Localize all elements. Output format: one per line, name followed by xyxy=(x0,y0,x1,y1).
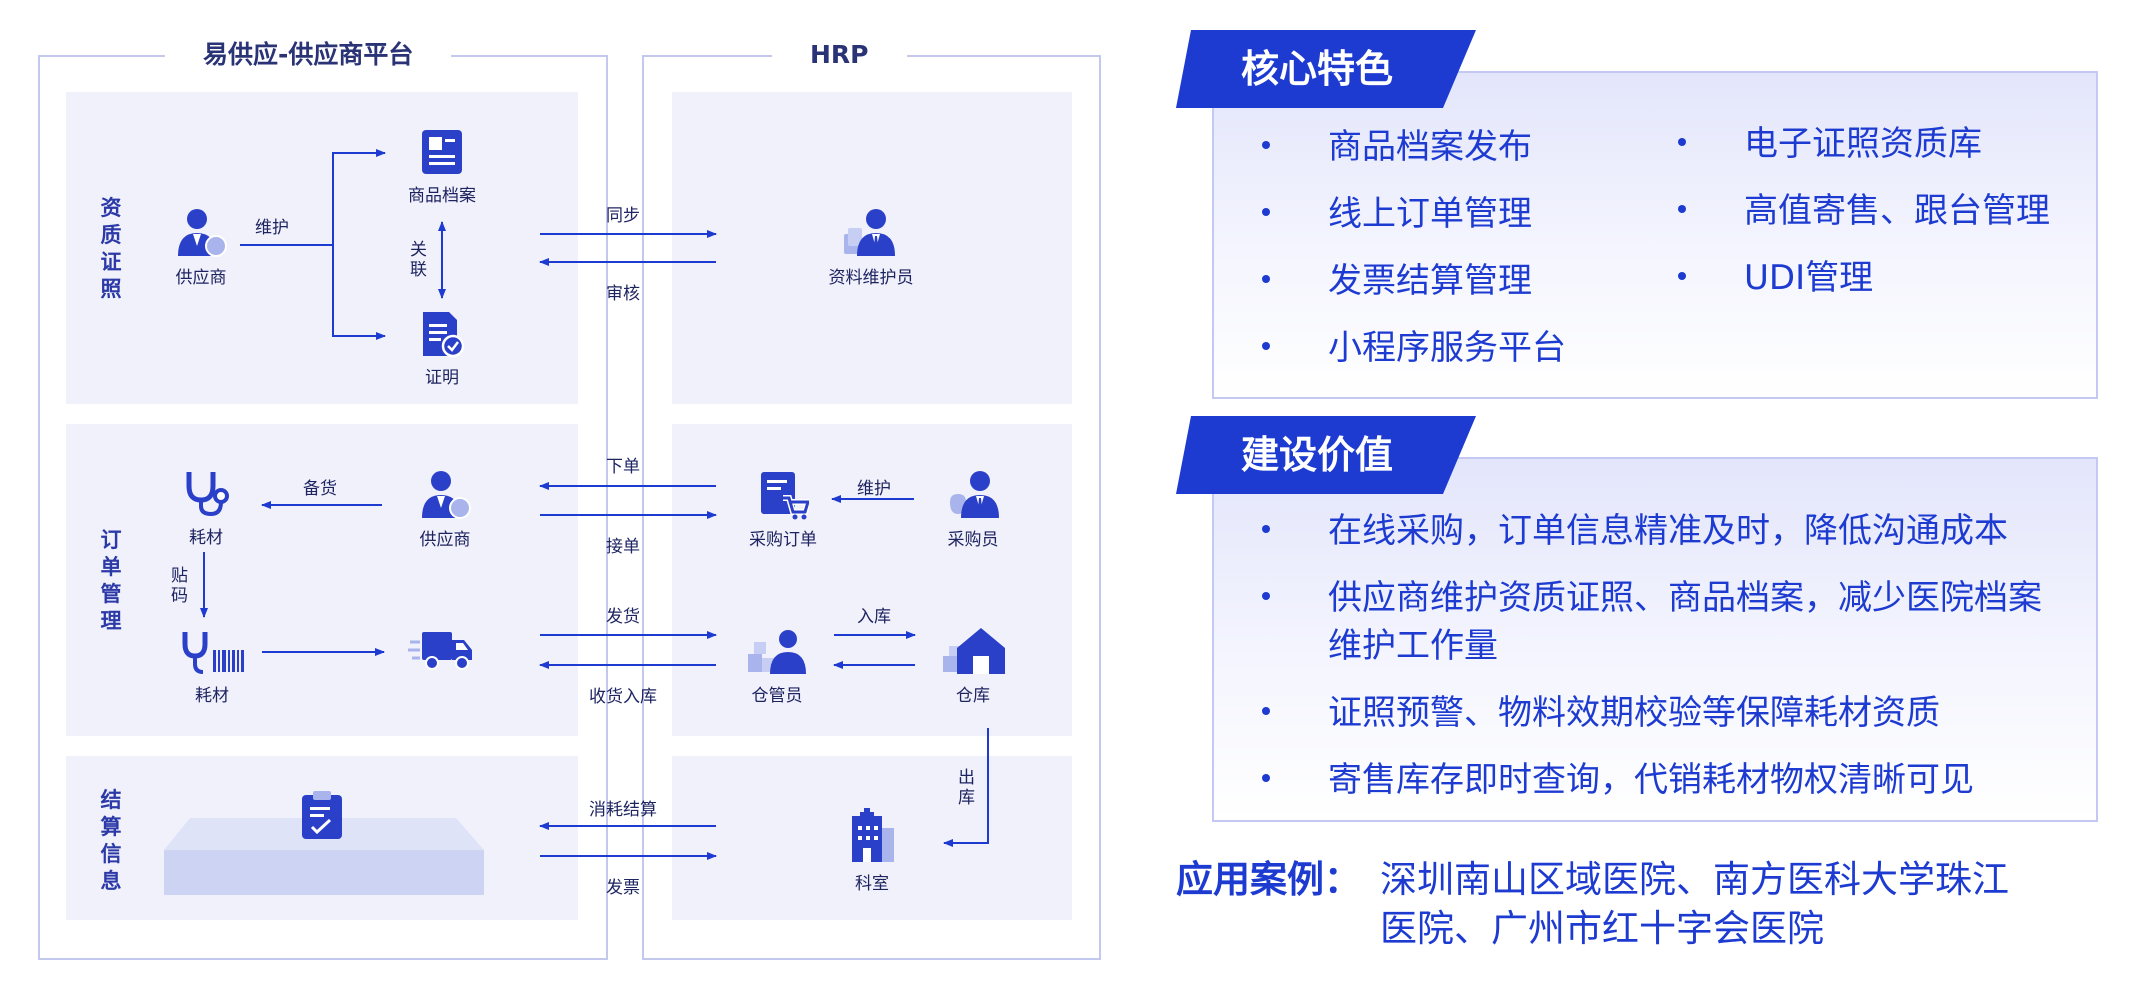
cases-line-1: 深圳南山区域医院、南方医科大学珠江 xyxy=(1380,858,2009,901)
value-item: 寄售库存即时查询，代销耗材物权清晰可见 xyxy=(1262,756,2042,804)
node-supplier-order-label: 供应商 xyxy=(419,530,471,550)
features-panel xyxy=(1212,71,2098,399)
certificate-icon xyxy=(423,312,465,358)
feature-item: 小程序服务平台 xyxy=(1262,324,1566,372)
bullet-icon xyxy=(1262,140,1270,149)
features-left-list: 商品档案发布 线上订单管理 发票结算管理 小程序服务平台 xyxy=(1262,123,1566,372)
node-warehouse-keeper: 仓管员 xyxy=(740,628,814,706)
node-product-file-label: 商品档案 xyxy=(408,186,476,206)
hrp-title: HRP xyxy=(772,37,907,73)
node-data-maintainer-label: 资料维护员 xyxy=(828,268,914,288)
features-right-list: 电子证照资质库 高值寄售、跟台管理 UDI管理 xyxy=(1678,120,2050,302)
node-purchase-order: 采购订单 xyxy=(740,470,826,550)
feature-item: 电子证照资质库 xyxy=(1678,120,2050,168)
bullet-icon xyxy=(1262,706,1270,715)
bullet-icon xyxy=(1678,137,1686,146)
edge-review: 审核 xyxy=(606,284,640,304)
value-item: 在线采购，订单信息精准及时，降低沟通成本 xyxy=(1262,507,2042,555)
hrp-frame: HRP xyxy=(642,37,1101,960)
value-item-continued: 维护工作量 xyxy=(1328,626,1498,666)
edge-label-code: 贴码 xyxy=(171,566,188,606)
clipboard-icon xyxy=(300,789,344,845)
bullet-icon xyxy=(1262,524,1270,533)
node-purchaser-label: 采购员 xyxy=(947,530,999,550)
features-title: 核心特色 xyxy=(1176,30,1476,108)
bullet-icon xyxy=(1262,341,1270,350)
supplier-person-icon xyxy=(178,209,227,257)
truck-icon xyxy=(408,628,474,676)
cases-label: 应用案例： xyxy=(1176,858,1361,901)
node-department: 科室 xyxy=(842,806,902,894)
edge-sync: 同步 xyxy=(606,206,640,226)
node-purchaser: 采购员 xyxy=(938,468,1008,550)
edge-ship: 发货 xyxy=(606,607,640,627)
edge-out-storage: 出库 xyxy=(958,768,975,808)
value-title: 建设价值 xyxy=(1176,416,1476,494)
zone-label-settlement: 结算信息 xyxy=(100,788,122,893)
bullet-icon xyxy=(1262,591,1270,600)
edge-invoice: 发票 xyxy=(606,878,640,898)
edge-place-order: 下单 xyxy=(606,457,640,477)
node-purchase-order-label: 采购订单 xyxy=(749,530,817,550)
node-supplier-label: 供应商 xyxy=(175,268,227,288)
feature-item: UDI管理 xyxy=(1678,254,2050,302)
value-panel xyxy=(1212,457,2098,822)
edge-receive-in: 收货入库 xyxy=(589,687,657,707)
bullet-icon xyxy=(1262,274,1270,283)
warehouse-keeper-icon xyxy=(748,630,806,674)
purchaser-icon xyxy=(950,471,999,518)
node-supplier: 供应商 xyxy=(168,206,234,288)
bullet-icon xyxy=(1678,204,1686,213)
qualification-zone-left xyxy=(66,92,578,404)
feature-item: 线上订单管理 xyxy=(1262,190,1566,238)
platform-frame: 易供应-供应商平台 xyxy=(38,37,608,960)
purchase-order-cart-icon xyxy=(761,472,809,520)
value-item: 证照预警、物料效期校验等保障耗材资质 xyxy=(1262,689,2042,737)
edge-maintain-order: 维护 xyxy=(857,479,891,499)
edge-accept-order: 接单 xyxy=(606,537,640,557)
node-warehouse-label: 仓库 xyxy=(956,686,990,706)
node-product-file: 商品档案 xyxy=(396,128,488,206)
value-list: 在线采购，订单信息精准及时，降低沟通成本 供应商维护资质证照、商品档案，减少医院… xyxy=(1262,507,2042,804)
order-zone-left xyxy=(66,424,578,736)
node-certificate: 证明 xyxy=(410,310,474,388)
zone-label-order: 订单管理 xyxy=(100,528,122,633)
node-material-labeled-label: 耗材 xyxy=(195,686,229,706)
order-zone-right xyxy=(672,424,1072,736)
edge-link: 关联 xyxy=(410,240,427,280)
stethoscope-barcode-icon xyxy=(182,632,244,674)
platform-title: 易供应-供应商平台 xyxy=(165,37,452,73)
node-material-labeled: 耗材 xyxy=(178,628,246,706)
node-warehouse-keeper-label: 仓管员 xyxy=(751,686,803,706)
node-material: 耗材 xyxy=(178,468,234,548)
node-material-label: 耗材 xyxy=(189,528,223,548)
bullet-icon xyxy=(1678,271,1686,280)
feature-item: 发票结算管理 xyxy=(1262,257,1566,305)
feature-item: 高值寄售、跟台管理 xyxy=(1678,187,2050,235)
feature-item: 商品档案发布 xyxy=(1262,123,1566,171)
stethoscope-icon xyxy=(186,472,229,517)
bullet-icon xyxy=(1262,207,1270,216)
bullet-icon xyxy=(1262,773,1270,782)
edge-maintain: 维护 xyxy=(255,218,289,238)
supplier-order-person-icon xyxy=(422,471,471,519)
node-warehouse: 仓库 xyxy=(938,626,1008,706)
node-data-maintainer: 资料维护员 xyxy=(818,206,924,288)
data-maintainer-icon xyxy=(844,209,895,256)
cases-line-2: 医院、广州市红十字会医院 xyxy=(1380,907,1824,950)
edge-in-storage: 入库 xyxy=(857,607,891,627)
product-file-icon xyxy=(422,130,462,174)
node-certificate-label: 证明 xyxy=(425,368,459,388)
node-department-label: 科室 xyxy=(855,874,889,894)
warehouse-icon xyxy=(943,628,1005,674)
hospital-building-icon xyxy=(852,808,894,862)
edge-stock-up: 备货 xyxy=(303,479,337,499)
node-supplier-order: 供应商 xyxy=(412,468,478,550)
zone-label-qualification: 资质证照 xyxy=(100,196,122,301)
value-item: 供应商维护资质证照、商品档案，减少医院档案 xyxy=(1262,574,2042,622)
edge-consume-settle: 消耗结算 xyxy=(589,800,657,820)
